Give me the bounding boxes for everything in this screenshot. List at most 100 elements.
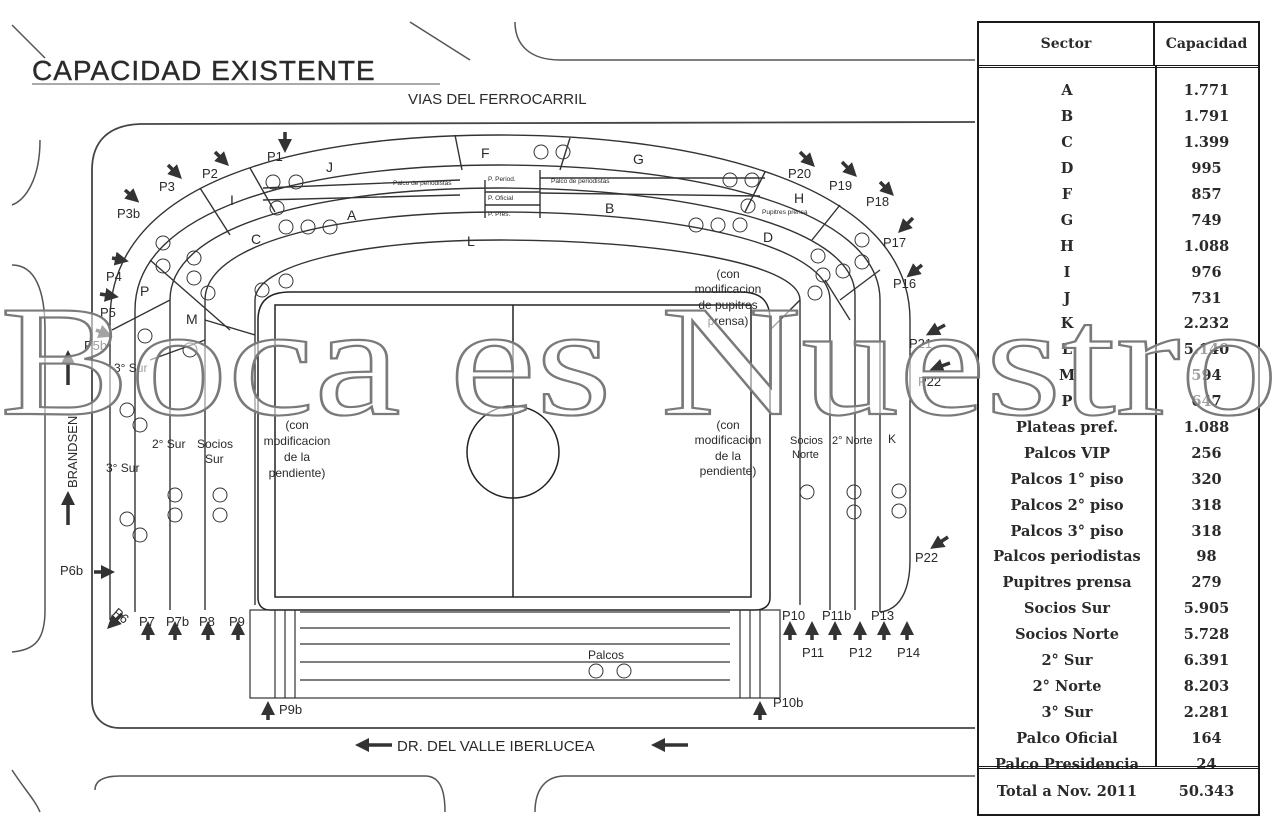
row-sector: A (1061, 82, 1073, 100)
row-capacity: 731 (1191, 289, 1222, 307)
row-capacity: 279 (1191, 574, 1222, 592)
gate-p17: P17 (883, 235, 906, 250)
gate-p8: P8 (199, 614, 215, 629)
total-label: Total a Nov. 2011 (996, 783, 1138, 800)
row-capacity: 318 (1191, 496, 1222, 514)
table-row: A 1.771 (979, 78, 1258, 104)
sector-socios-sur-1: Socios (197, 437, 233, 451)
note-top-right-line-1: (con (716, 267, 739, 281)
note-right: (con modificacion de la pendiente) (695, 418, 762, 478)
gate-p1: P1 (267, 149, 283, 164)
gate-p18: P18 (866, 194, 889, 209)
row-sector: 3° Sur (1041, 703, 1093, 721)
street-top: VIAS DEL FERROCARRIL (408, 91, 587, 108)
table-row: I 976 (979, 259, 1258, 285)
row-capacity: 256 (1191, 444, 1222, 462)
note-left-line-4: pendiente) (269, 466, 326, 480)
row-capacity: 995 (1191, 160, 1222, 178)
stadium-plan: CAPACIDAD EXISTENTE VIAS DEL FERROCARRIL… (11, 21, 975, 813)
stadium-outline (91, 121, 975, 729)
sector-l: L (467, 233, 475, 249)
row-capacity: 2.281 (1183, 703, 1230, 721)
gate-p22-upper: P22 (918, 374, 941, 389)
table-row: J 731 (979, 285, 1258, 311)
sector-j: J (326, 159, 333, 175)
row-capacity: 5.728 (1183, 626, 1230, 644)
sector-k: K (888, 432, 896, 446)
pitch (257, 291, 771, 611)
row-sector: Plateas pref. (1015, 419, 1119, 437)
capacity-table-header: Sector Capacidad (979, 23, 1258, 68)
row-sector: D (1060, 160, 1074, 178)
row-capacity: 5.140 (1183, 341, 1230, 359)
note-left-line-2: modificacion (264, 434, 331, 448)
row-capacity: 857 (1191, 186, 1222, 203)
palco-period-label: P. Period. (488, 176, 516, 183)
note-right-line-4: pendiente) (700, 464, 757, 478)
row-sector: C (1061, 134, 1073, 152)
gate-p14: P14 (897, 645, 920, 660)
gate-p3: P3 (159, 179, 175, 194)
row-capacity: 647 (1191, 393, 1222, 411)
row-capacity: 318 (1191, 522, 1222, 540)
note-top-right: (con modificacion de pupitres prensa) (695, 267, 762, 328)
gate-p5: P5 (100, 305, 116, 320)
table-row: D 995 (979, 156, 1258, 182)
row-capacity: 976 (1191, 263, 1222, 281)
palco-periodistas-right: Palco de periodistas (551, 178, 610, 185)
row-capacity: 1.791 (1183, 108, 1230, 126)
sector-2-sur: 2° Sur (152, 437, 185, 451)
note-top-right-line-3: de pupitres (698, 298, 757, 312)
row-sector: K (1060, 315, 1074, 333)
row-capacity: 1.771 (1183, 82, 1230, 100)
row-sector: I (1063, 263, 1071, 281)
gate-p2: P2 (202, 166, 218, 181)
gate-p13: P13 (871, 608, 894, 623)
gate-p16: P16 (893, 276, 916, 291)
gate-p10b: P10b (773, 695, 803, 710)
row-sector: M (1058, 367, 1076, 385)
table-row: Plateas pref.1.088 (979, 415, 1258, 441)
row-sector: Palcos 2° piso (1010, 496, 1124, 514)
note-right-line-3: de la (715, 449, 741, 463)
gate-p3b: P3b (117, 206, 140, 221)
row-sector: Palcos 3° piso (1010, 522, 1124, 540)
sector-f: F (481, 145, 490, 161)
gate-p11b: P11b (822, 608, 851, 623)
palco-periodistas-left: Palco de periodistas (393, 180, 452, 187)
row-capacity: 749 (1191, 211, 1222, 229)
sector-2-norte: 2° Norte (832, 435, 872, 447)
table-row: Socios Norte 5.728 (979, 622, 1258, 648)
gate-p5b: P5b (84, 338, 107, 353)
plan-title: CAPACIDAD EXISTENTE (32, 55, 376, 86)
sector-i: I (230, 192, 234, 208)
sector-p: P (140, 283, 149, 299)
row-capacity: 98 (1196, 548, 1217, 566)
sector-a: A (347, 207, 357, 223)
sector-3-sur-a: 3° Sur (114, 361, 147, 375)
row-sector: Palcos VIP (1023, 444, 1111, 462)
row-sector: J (1063, 289, 1071, 307)
sector-socios-norte-2: Norte (792, 449, 819, 461)
row-capacity: 1.088 (1183, 237, 1230, 255)
palcos-label: Palcos (588, 648, 624, 662)
row-capacity: 164 (1191, 729, 1222, 747)
gate-p22-lower: P22 (915, 550, 938, 565)
note-left-line-1: (con (285, 418, 308, 432)
sector-c: C (251, 231, 261, 247)
total-row: Total a Nov. 2011 50.343 (979, 766, 1258, 814)
row-sector: 2° Sur (1041, 652, 1093, 670)
row-sector: Socios Norte (1015, 626, 1119, 644)
